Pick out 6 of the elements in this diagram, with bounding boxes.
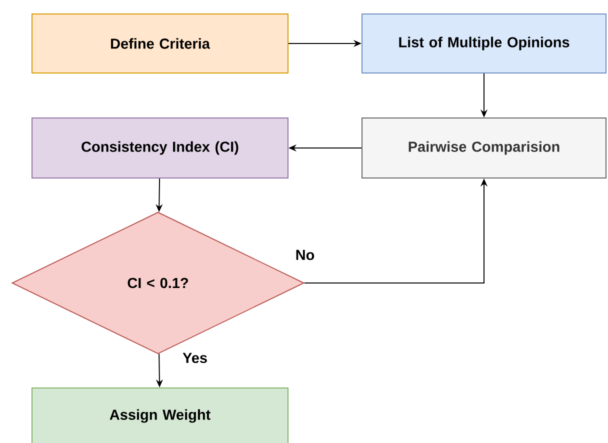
process-box: Assign Weight: [32, 388, 288, 443]
edge-label: Yes: [182, 352, 207, 364]
process-box: Pairwise Comparision: [362, 118, 606, 178]
process-box: Define Criteria: [32, 14, 288, 74]
process-box: List of Multiple Opinions: [362, 14, 606, 74]
process-box: Consistency Index (CI): [32, 118, 288, 178]
